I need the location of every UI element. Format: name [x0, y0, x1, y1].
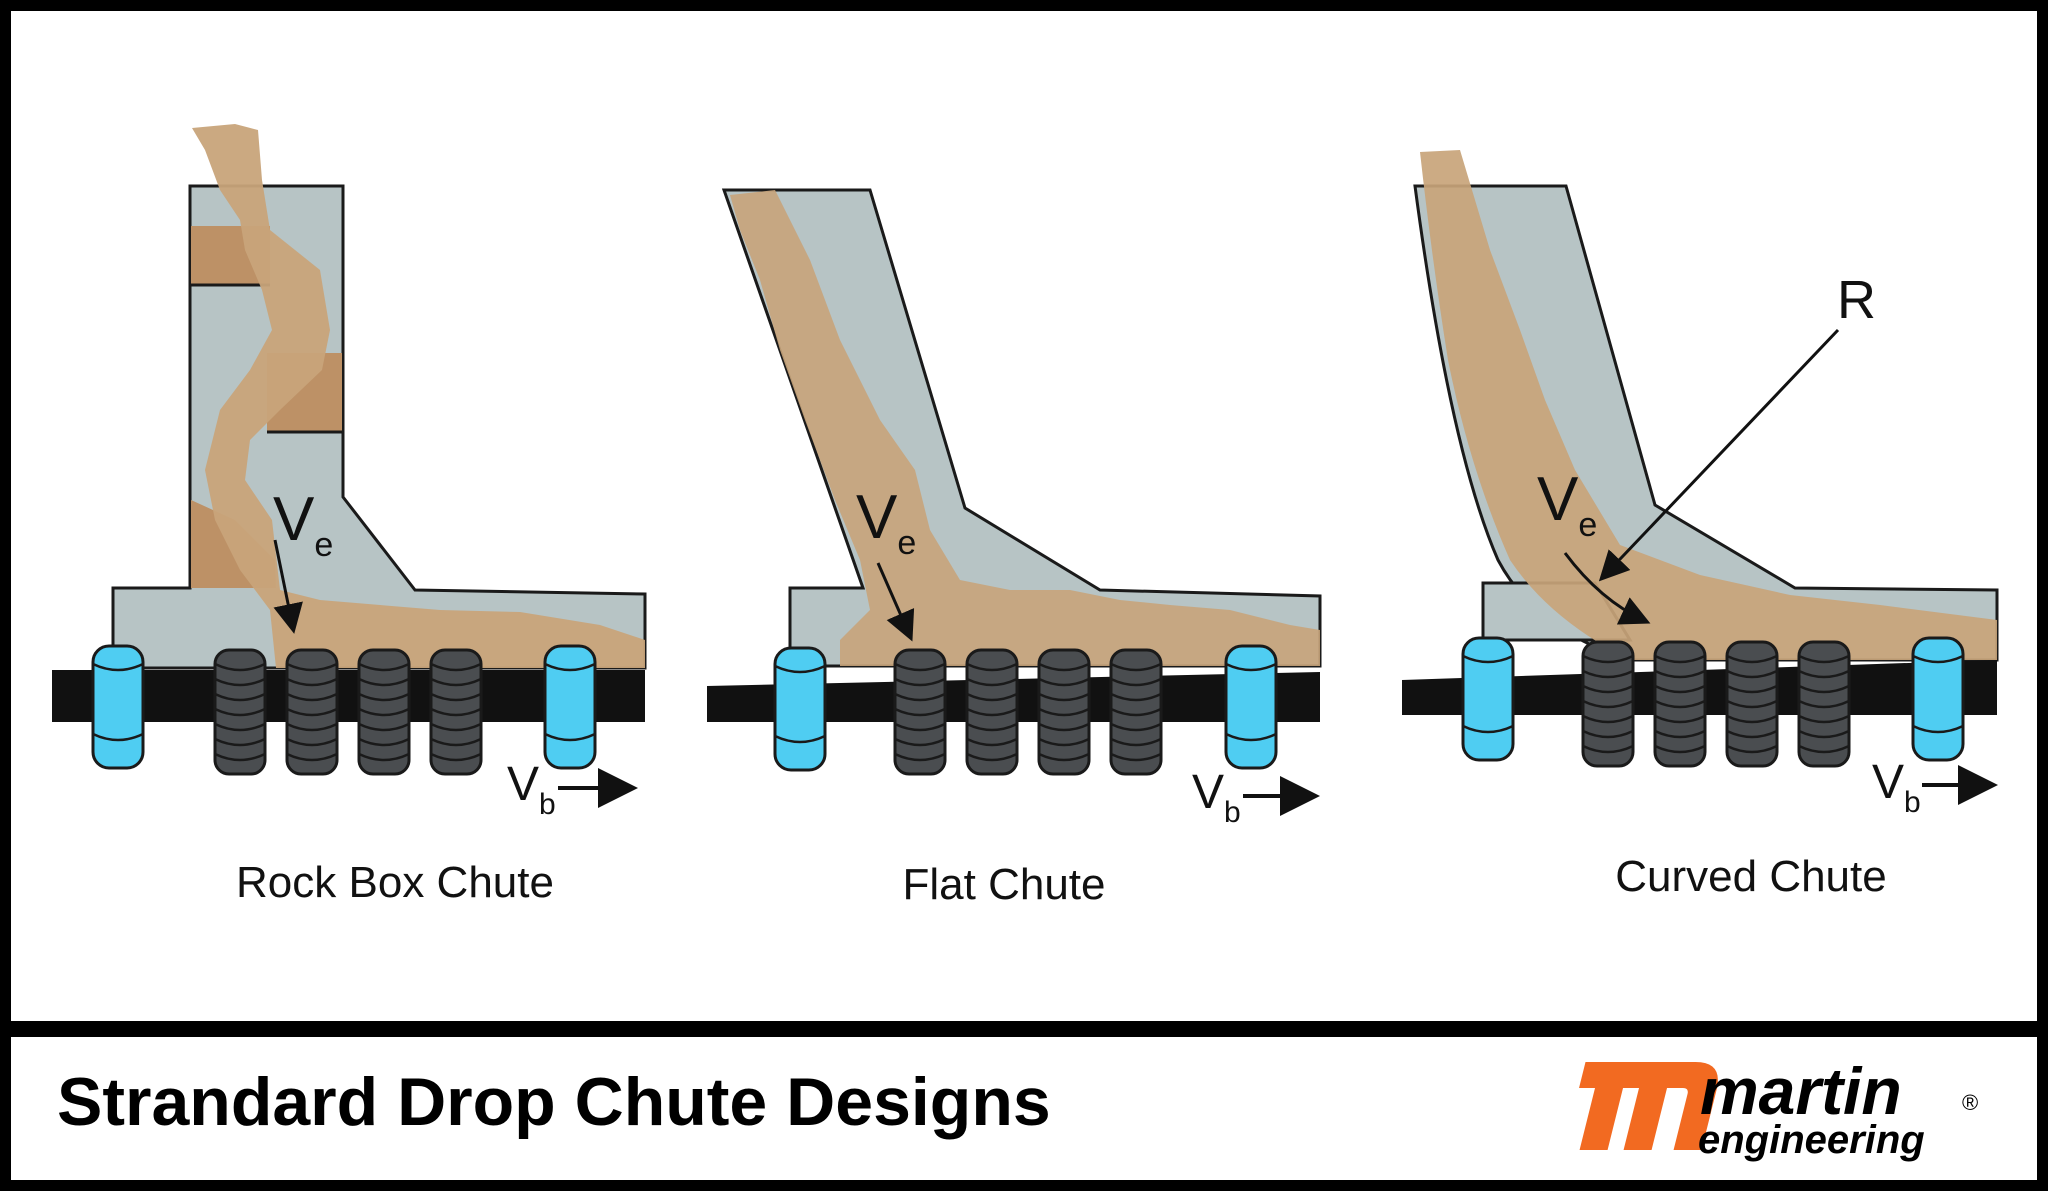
vb-main: V [1192, 766, 1224, 819]
wing-idler-right [1911, 636, 1965, 762]
impact-idler [285, 648, 339, 776]
impact-idler [357, 648, 411, 776]
logo-registered-mark: ® [1962, 1090, 1978, 1115]
vb-subscript: b [539, 788, 556, 821]
logo-m-mark [1579, 1062, 1718, 1150]
wing-idler-left [1461, 636, 1515, 762]
vb-subscript: b [1224, 796, 1241, 829]
impact-idler [1109, 648, 1163, 776]
ve-label: Ve [856, 483, 916, 562]
vb-label: Vb [1192, 766, 1241, 829]
impact-idler [893, 648, 947, 776]
ve-subscript: e [897, 524, 916, 562]
impact-idler [1653, 640, 1707, 768]
ve-arrow [1563, 552, 1651, 625]
logo-text-engineering: engineering [1698, 1118, 1925, 1162]
logo-text-martin: martin [1700, 1054, 1902, 1128]
vb-label: Vb [507, 758, 556, 821]
ve-subscript: e [1578, 506, 1597, 544]
vb-label: Vb [1872, 756, 1921, 819]
ve-main: V [273, 485, 315, 554]
wing-idler-left [773, 646, 827, 772]
impact-idler [429, 648, 483, 776]
curved-chute-material-flow [1420, 150, 1997, 660]
wing-idler-right [543, 644, 597, 770]
ve-label: Ve [273, 485, 333, 564]
ve-arrow [876, 562, 915, 642]
ve-main: V [1537, 465, 1579, 534]
chute-label: Rock Box Chute [236, 858, 554, 907]
ve-main: V [856, 483, 898, 552]
chute-label: Flat Chute [903, 860, 1106, 909]
curved-chute-diagram: R Ve Vb Curved Chute [1402, 150, 1999, 901]
ve-label: Ve [1537, 465, 1597, 544]
martin-engineering-logo: martin engineering ® [1579, 1054, 1978, 1162]
impact-idler [1725, 640, 1779, 768]
vb-main: V [1872, 756, 1904, 809]
wing-idler-left [91, 644, 145, 770]
flat-chute-material-flow [730, 190, 1320, 666]
radius-leader-line [1598, 328, 1840, 582]
impact-idler [1581, 640, 1635, 768]
ve-subscript: e [314, 526, 333, 564]
ve-arrow [273, 539, 303, 634]
chute-diagrams: Ve Vb Rock Box Chute Ve Vb [52, 124, 1999, 909]
impact-idler [965, 648, 1019, 776]
figure-title: Strandard Drop Chute Designs [57, 1064, 1051, 1140]
rock-box-chute-diagram: Ve Vb Rock Box Chute [52, 124, 647, 907]
wing-idler-right [1224, 644, 1278, 770]
rock-box-material-flow [192, 124, 645, 668]
vb-main: V [507, 758, 539, 811]
impact-idler [1037, 648, 1091, 776]
impact-idler [213, 648, 267, 776]
impact-idler [1797, 640, 1851, 768]
chute-label: Curved Chute [1615, 852, 1886, 901]
vb-subscript: b [1904, 786, 1921, 819]
flat-chute-diagram: Ve Vb Flat Chute [707, 188, 1322, 909]
radius-label: R [1837, 270, 1876, 330]
